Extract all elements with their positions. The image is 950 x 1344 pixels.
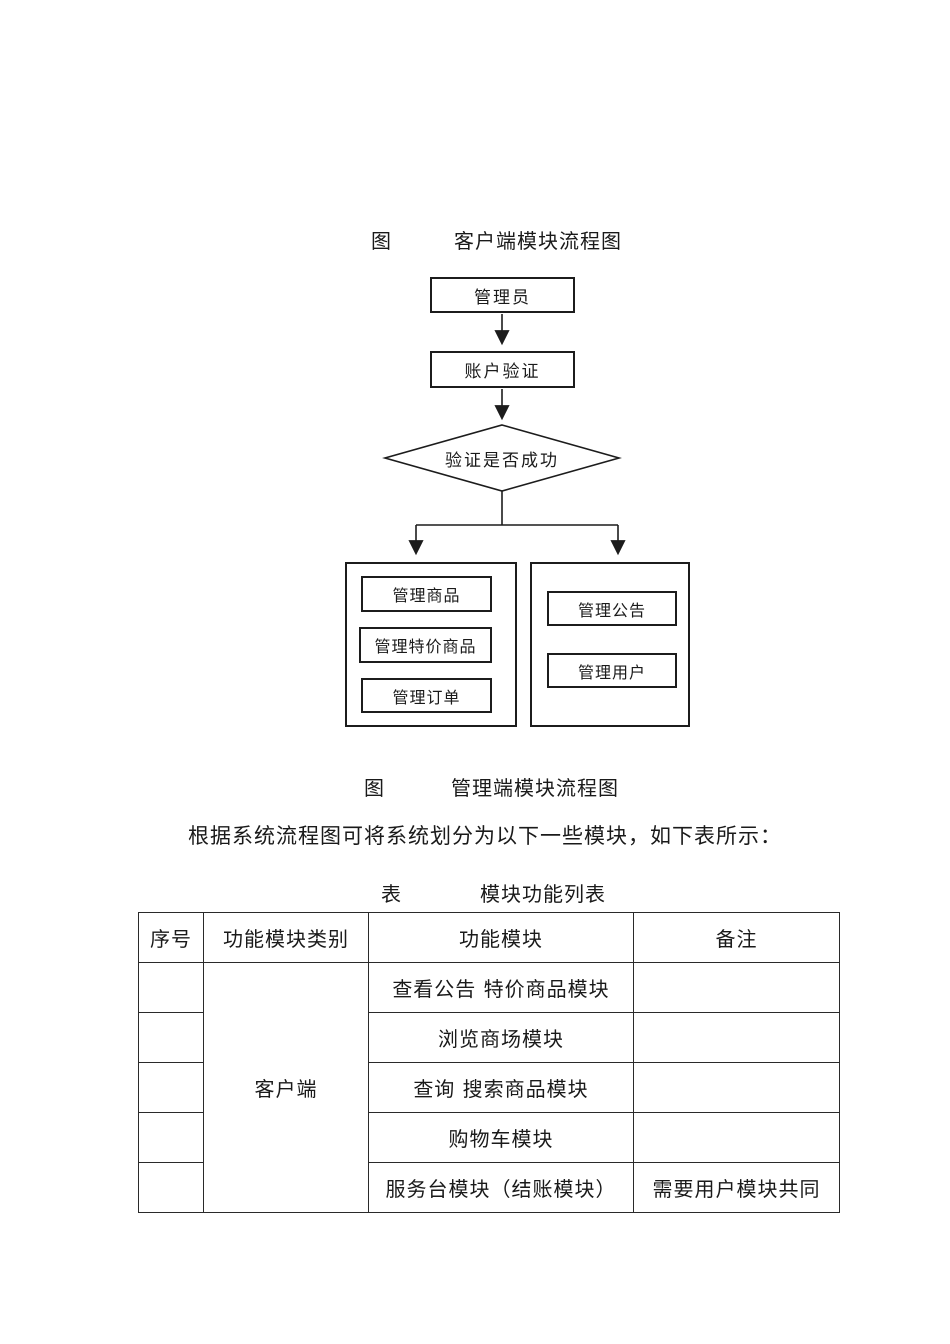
table-header-row: 序号 功能模块类别 功能模块 备注 xyxy=(138,912,840,963)
cell-note xyxy=(633,1112,840,1163)
cell-no xyxy=(138,1062,204,1113)
cell-note xyxy=(633,1062,840,1113)
figure1-caption-title: 客户端模块流程图 xyxy=(454,229,622,253)
table-caption-prefix: 表 xyxy=(381,882,402,906)
table-caption-title: 模块功能列表 xyxy=(480,882,606,906)
flow-node-manage-announcements-label: 管理公告 xyxy=(577,600,646,620)
table-caption: 表 模块功能列表 xyxy=(381,878,606,907)
cell-note xyxy=(633,1012,840,1063)
cell-module: 查看公告 特价商品模块 xyxy=(368,962,634,1013)
body-paragraph: 根据系统流程图可将系统划分为以下一些模块，如下表所示： xyxy=(188,824,782,848)
figure2-caption-prefix: 图 xyxy=(364,776,385,800)
figure1-caption-prefix: 图 xyxy=(371,229,392,253)
cell-no xyxy=(138,1112,204,1163)
table-row: 服务台模块（结账模块） 需要用户模块共同 xyxy=(138,1162,840,1213)
flow-node-manage-orders: 管理订单 xyxy=(361,678,492,713)
flow-node-account-verify: 账户验证 xyxy=(430,351,575,388)
module-function-table: 序号 功能模块类别 功能模块 备注 客户端 查看公告 特价商品模块 浏览商场模块… xyxy=(138,912,840,1213)
cell-module: 服务台模块（结账模块） xyxy=(368,1162,634,1213)
flow-node-decision-label: 验证是否成功 xyxy=(445,450,559,471)
header-cell-no: 序号 xyxy=(138,912,204,963)
flow-node-manage-products: 管理商品 xyxy=(361,576,492,612)
table-row: 客户端 查看公告 特价商品模块 xyxy=(138,962,840,1213)
flow-node-manage-special-products: 管理特价商品 xyxy=(359,627,492,663)
header-cell-category: 功能模块类别 xyxy=(203,912,369,963)
header-cell-module: 功能模块 xyxy=(368,912,634,963)
flow-node-manage-users: 管理用户 xyxy=(547,653,677,688)
figure2-caption: 图 管理端模块流程图 xyxy=(364,772,619,801)
flow-node-admin: 管理员 xyxy=(430,277,575,313)
figure2-caption-title: 管理端模块流程图 xyxy=(451,776,619,800)
flow-node-manage-orders-label: 管理订单 xyxy=(392,687,461,707)
flow-node-decision: 验证是否成功 xyxy=(385,425,619,491)
cell-note xyxy=(633,962,840,1013)
flow-group-right: 管理公告 管理用户 xyxy=(530,562,690,727)
table-row: 查询 搜索商品模块 xyxy=(138,1062,840,1113)
cell-module: 浏览商场模块 xyxy=(368,1012,634,1063)
cell-module: 购物车模块 xyxy=(368,1112,634,1163)
header-cell-note: 备注 xyxy=(633,912,840,963)
cell-no xyxy=(138,1012,204,1063)
flow-node-manage-products-label: 管理商品 xyxy=(392,586,461,605)
cell-note: 需要用户模块共同 xyxy=(633,1162,840,1213)
table-row: 购物车模块 xyxy=(138,1112,840,1163)
flow-node-admin-label: 管理员 xyxy=(474,287,531,308)
flow-node-manage-special-products-label: 管理特价商品 xyxy=(374,637,477,656)
flow-group-left: 管理商品 管理特价商品 管理订单 xyxy=(345,562,517,727)
flow-node-manage-announcements: 管理公告 xyxy=(547,591,677,626)
cell-module: 查询 搜索商品模块 xyxy=(368,1062,634,1113)
figure1-caption: 图 客户端模块流程图 xyxy=(371,225,622,254)
cell-no xyxy=(138,962,204,1013)
cell-no xyxy=(138,1162,204,1213)
cell-category-merged: 客户端 xyxy=(203,962,369,1213)
flow-node-account-verify-label: 账户验证 xyxy=(464,362,541,382)
flow-node-manage-users-label: 管理用户 xyxy=(577,662,646,682)
